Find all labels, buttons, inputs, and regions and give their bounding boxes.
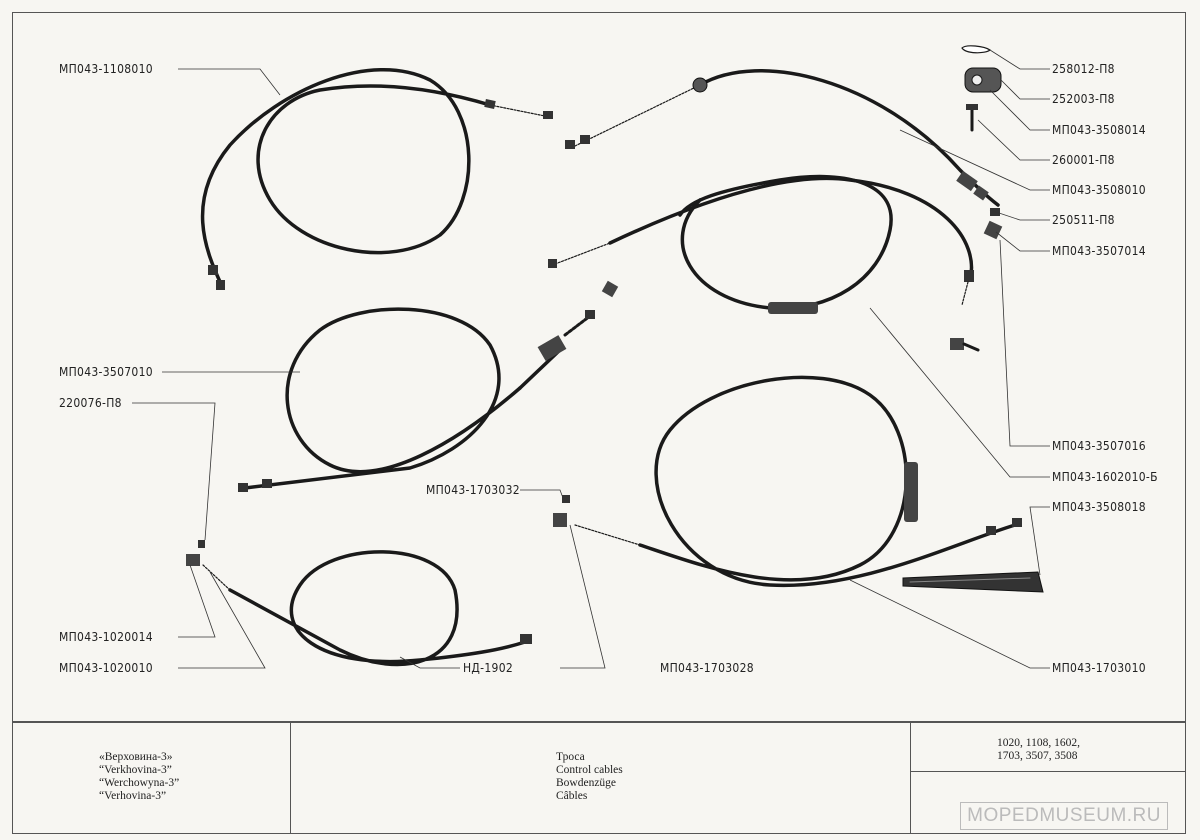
- watermark: MOPEDMUSEUM.RU: [960, 802, 1168, 830]
- title-block: «Верховина-3» “Verkhovina-3” “Werchowyna…: [12, 722, 1186, 834]
- label-mp043-1108010: МП043-1108010: [59, 62, 153, 76]
- model-name-en: “Verkhovina-3”: [99, 764, 172, 776]
- label-mp043-3507010: МП043-3507010: [59, 365, 153, 379]
- title-cell-model: «Верховина-3» “Verkhovina-3” “Werchowyna…: [13, 723, 291, 833]
- label-mp043-3508018: МП043-3508018: [1052, 500, 1146, 514]
- model-name-de: “Werchowyna-3”: [99, 777, 180, 789]
- section-name-de: Bowdenzüge: [556, 777, 617, 789]
- label-258012-p8: 258012-П8: [1052, 62, 1115, 76]
- title-cell-groups: 1020, 1108, 1602, 1703, 3507, 3508: [911, 723, 1185, 833]
- label-mp043-1703028: МП043-1703028: [660, 661, 754, 675]
- label-nd-1902: НД-1902: [463, 661, 514, 675]
- model-name-ru: «Верховина-3»: [99, 751, 173, 763]
- label-250511-p8: 250511-П8: [1052, 213, 1115, 227]
- label-mp043-1703010: МП043-1703010: [1052, 661, 1146, 675]
- cable-1602010: [554, 242, 611, 265]
- label-mp043-3508010: МП043-3508010: [1052, 183, 1146, 197]
- label-mp043-1020010: МП043-1020010: [59, 661, 153, 675]
- label-mp043-1602010-b: МП043-1602010-Б: [1052, 470, 1158, 484]
- label-mp043-3507016: МП043-3507016: [1052, 439, 1146, 453]
- cable-1108010: [200, 68, 492, 288]
- section-name-fr: Câbles: [556, 790, 588, 802]
- model-name-fr: “Verhovina-3”: [99, 790, 167, 802]
- label-260001-p8: 260001-П8: [1052, 153, 1115, 167]
- label-220076-p8: 220076-П8: [59, 396, 122, 410]
- section-name-ru: Троса: [556, 751, 585, 763]
- groups-line-2: 1703, 3507, 3508: [997, 750, 1078, 762]
- label-mp043-3508014: МП043-3508014: [1052, 123, 1146, 137]
- label-mp043-3507014: МП043-3507014: [1052, 244, 1146, 258]
- label-mp043-1703032: МП043-1703032: [426, 483, 520, 497]
- groups-line-1: 1020, 1108, 1602,: [997, 737, 1080, 749]
- title-cell-name: Троса Control cables Bowdenzüge Câbles: [291, 723, 911, 833]
- cable-1703010: [574, 524, 641, 546]
- label-252003-p8: 252003-П8: [1052, 92, 1115, 106]
- cable-3507010: [243, 307, 522, 490]
- section-name-en: Control cables: [556, 764, 623, 776]
- drawing-frame: [12, 12, 1186, 722]
- label-mp043-1020014: МП043-1020014: [59, 630, 153, 644]
- cable-3508010: [574, 84, 701, 147]
- cable-1020010: [202, 564, 231, 591]
